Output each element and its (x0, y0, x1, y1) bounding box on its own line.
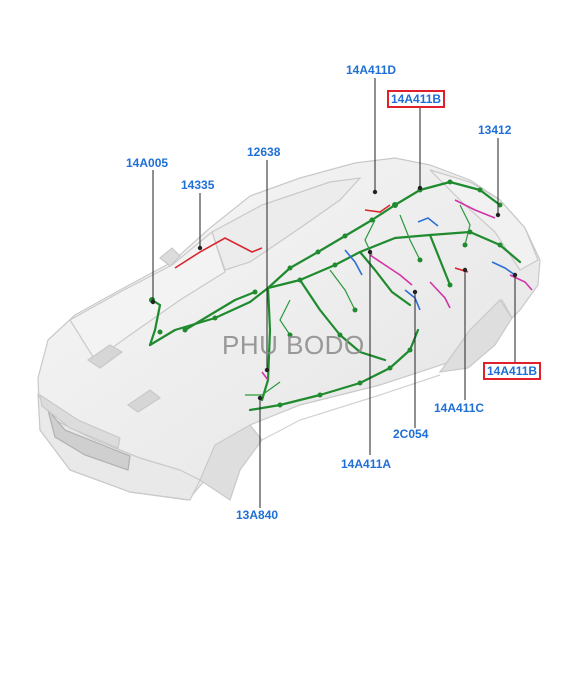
label-2C054: 2C054 (393, 427, 429, 441)
label-14A411B-right: 14A411B (483, 362, 542, 380)
label-12638: 12638 (247, 145, 281, 159)
label-14335: 14335 (181, 178, 215, 192)
harness-magenta (261, 199, 533, 381)
label-14A411A: 14A411A (341, 457, 392, 471)
label-13412: 13412 (478, 123, 512, 137)
label-14A411D: 14A411D (346, 63, 397, 77)
connector-nodes (149, 179, 503, 408)
label-13A840: 13A840 (236, 508, 279, 522)
leader-lines (152, 78, 516, 508)
label-14A005: 14A005 (126, 156, 169, 170)
watermark: PHU BODO (222, 330, 365, 360)
car-body (37, 157, 541, 501)
label-14A411B-top: 14A411B (387, 90, 446, 108)
leader-dots (150, 185, 518, 401)
label-14A411C: 14A411C (434, 401, 485, 415)
